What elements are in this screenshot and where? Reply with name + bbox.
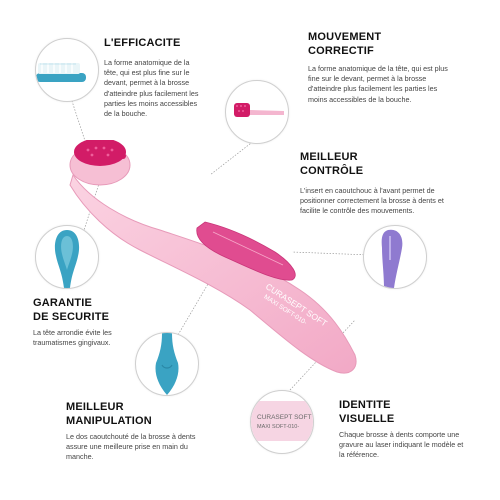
manipulation-title-line2: MANIPULATION	[66, 415, 152, 427]
closeup-engraving-line1: CURASEPT SOFT	[257, 414, 311, 421]
mouvement-title-line1: MOUVEMENT	[308, 31, 382, 43]
identite-title-line1: IDENTITE	[339, 399, 391, 411]
bristles	[74, 140, 126, 166]
connector-identite	[289, 319, 356, 391]
insert-highlight	[212, 231, 284, 266]
teal-handle-back-icon	[155, 333, 179, 395]
efficacite-text: La forme anatomique de la tête, qui est …	[104, 58, 199, 119]
manipulation-text: Le dos caoutchouté de la brosse à dents …	[66, 432, 196, 462]
rubber-insert	[196, 221, 296, 281]
pink-head-angle-icon	[234, 103, 284, 117]
mouvement-text: La forme anatomique de la tête, qui est …	[308, 64, 448, 104]
brush-handle	[69, 173, 357, 374]
closeup-engraving-line2: MAXI SOFT-010-	[257, 424, 299, 430]
securite-title-line2: DE SECURITE	[33, 311, 110, 323]
mouvement-title-line2: CORRECTIF	[308, 45, 374, 57]
controle-title-line2: CONTRÔLE	[300, 165, 364, 177]
toothbrush-illustration: CURASEPT SOFT MAXI SOFT-010-	[69, 140, 357, 374]
section-mouvement: MOUVEMENT CORRECTIF La forme anatomique …	[308, 30, 458, 105]
section-efficacite: L'EFFICACITE La forme anatomique de la t…	[104, 36, 204, 119]
section-securite: GARANTIE DE SECURITE La tête arrondie év…	[33, 296, 143, 348]
connector-mouvement	[209, 139, 256, 176]
controle-title-line1: MEILLEUR	[300, 151, 358, 163]
engraving-closeup-icon: CURASEPT SOFT MAXI SOFT-010-	[251, 401, 313, 441]
detail-circle-controle	[363, 225, 427, 289]
manipulation-title-line1: MEILLEUR	[66, 401, 124, 413]
section-controle: MEILLEUR CONTRÔLE L'insert en caoutchouc…	[300, 150, 465, 217]
section-identite: IDENTITE VISUELLE Chaque brosse à dents …	[339, 398, 464, 461]
teal-head-side-icon	[36, 63, 86, 82]
connector-controle	[291, 251, 371, 256]
purple-insert-icon	[381, 229, 403, 288]
identite-text: Chaque brosse à dents comporte une gravu…	[339, 430, 464, 460]
detail-circle-securite	[35, 225, 99, 289]
teal-rounded-head-icon	[54, 230, 80, 288]
controle-text: L'insert en caoutchouc à l'avant permet …	[300, 186, 444, 216]
efficacite-title: L'EFFICACITE	[104, 37, 181, 49]
detail-circle-mouvement	[225, 80, 289, 144]
detail-circle-identite: CURASEPT SOFT MAXI SOFT-010-	[250, 390, 314, 454]
securite-title-line1: GARANTIE	[33, 297, 93, 309]
detail-circle-manipulation	[135, 332, 199, 396]
section-manipulation: MEILLEUR MANIPULATION Le dos caoutchouté…	[66, 400, 211, 463]
detail-circle-efficacite	[35, 38, 99, 102]
identite-title-line2: VISUELLE	[339, 413, 395, 425]
securite-text: La tête arrondie évite les traumatismes …	[33, 328, 112, 348]
